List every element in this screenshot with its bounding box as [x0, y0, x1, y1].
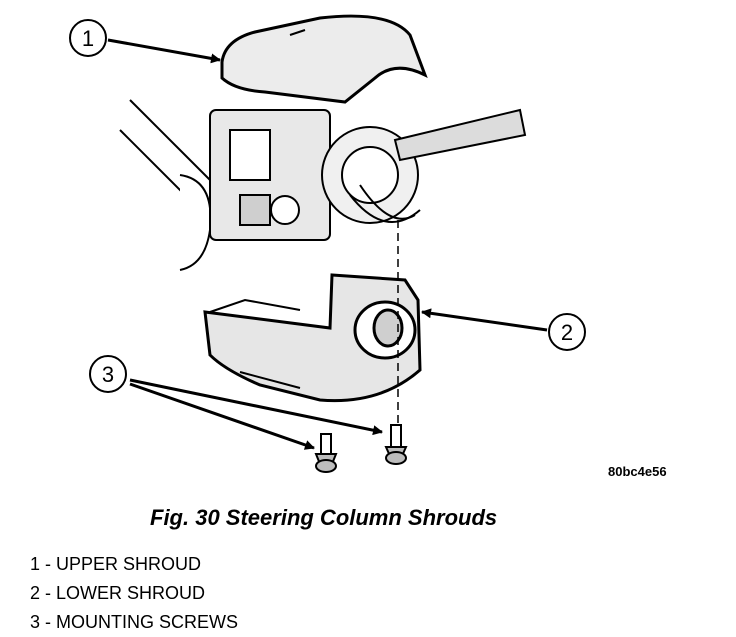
callout-3: 3 — [89, 355, 383, 450]
image-code: 80bc4e56 — [608, 464, 667, 479]
upper-shroud — [220, 14, 428, 104]
callout-1-label: 1 — [82, 26, 94, 51]
callout-2: 2 — [421, 308, 586, 351]
callout-3-label: 3 — [102, 362, 114, 387]
legend-item: 1 - UPPER SHROUD — [30, 554, 202, 574]
callout-2-label: 2 — [561, 320, 573, 345]
figure-caption: Fig. 30 Steering Column Shrouds — [150, 505, 498, 530]
steering-column-assembly — [119, 99, 527, 271]
legend-item: 3 - MOUNTING SCREWS — [30, 612, 239, 632]
legend: 1 - UPPER SHROUD 2 - LOWER SHROUD 3 - MO… — [30, 550, 238, 637]
mounting-screw-right — [384, 424, 408, 465]
steering-column-diagram: 1 2 3 80bc4e56 — [69, 14, 667, 479]
mounting-screw-left — [314, 433, 338, 473]
lower-shroud — [203, 273, 422, 403]
legend-item: 2 - LOWER SHROUD — [30, 583, 206, 603]
callout-1: 1 — [69, 19, 221, 64]
